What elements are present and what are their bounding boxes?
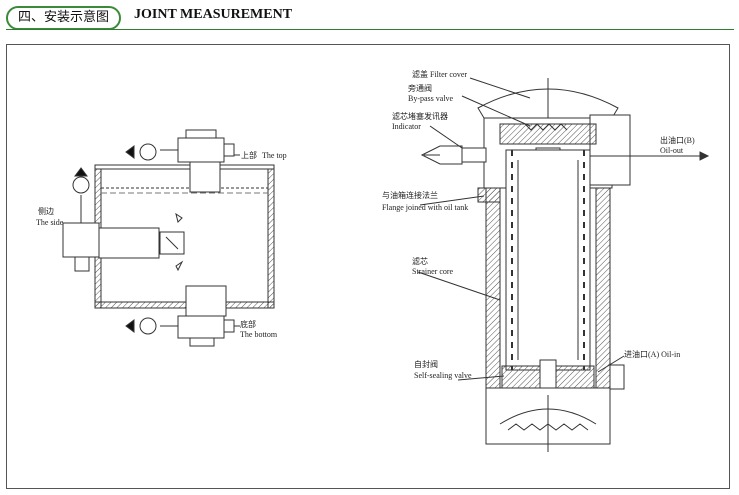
- bottom-filter: [160, 285, 235, 347]
- oilout-label-cn: 出油口(B): [660, 135, 695, 145]
- filter-section-diagram: [417, 77, 710, 452]
- flow-arrow-bottom: [175, 260, 184, 272]
- housing-left: [485, 187, 501, 389]
- oilin-label: 进油口(A) Oil-in: [624, 349, 680, 359]
- selfseal-label-en: Self-sealing valve: [414, 371, 472, 380]
- bypass-label-cn: 旁通阀: [408, 83, 432, 93]
- filter-cover-label: 滤盖 Filter cover: [412, 69, 467, 79]
- strainer-label-en: Strainer core: [412, 267, 454, 276]
- selfseal-label-cn: 自封阀: [414, 359, 438, 369]
- section-title-en: JOINT MEASUREMENT: [134, 7, 293, 22]
- indicator: [420, 145, 487, 165]
- side-label-cn: 侧边: [38, 206, 54, 216]
- side-label-en: The side: [36, 218, 64, 227]
- section-title-cn: 四、安装示意图: [6, 6, 122, 30]
- housing-right: [595, 187, 611, 389]
- diagram-frame: [6, 44, 730, 489]
- strainer-label-cn: 滤芯: [412, 256, 428, 266]
- section-header: 四、安装示意图 JOINT MEASUREMENT: [6, 4, 734, 30]
- flange-label-cn: 与油箱连接法兰: [382, 190, 438, 200]
- oilout-label-en: Oil-out: [660, 146, 684, 155]
- top-label-cn: 上部: [241, 150, 257, 160]
- bottom-label-en: The bottom: [240, 330, 278, 339]
- flange-label-en: Flange joined with oil tank: [382, 203, 468, 212]
- side-filter: [62, 195, 185, 272]
- strainer-core: [505, 149, 591, 371]
- flow-arrow-top: [175, 212, 183, 223]
- indicator-label-cn: 滤芯堵塞发讯器: [392, 111, 448, 121]
- top-filter: [160, 129, 235, 193]
- bypass-spring: [524, 123, 568, 131]
- tank-top: [94, 164, 275, 170]
- side-gauge-icon: [72, 167, 90, 194]
- bypass-label-en: By-pass valve: [408, 94, 454, 103]
- indicator-label-en: Indicator: [392, 122, 421, 131]
- bottom-gauge-icon: [125, 317, 157, 335]
- header-divider: [6, 29, 734, 30]
- bottom-label-cn: 底部: [240, 319, 256, 329]
- top-label-en: The top: [262, 151, 287, 160]
- tank-wall-right: [267, 167, 275, 309]
- top-gauge-icon: [125, 143, 157, 161]
- tank-diagram: [62, 129, 275, 347]
- tank-wall-bottom: [94, 301, 275, 309]
